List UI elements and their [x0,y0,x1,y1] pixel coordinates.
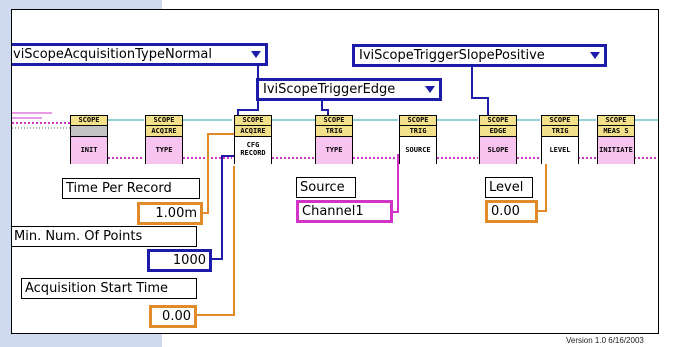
level-control[interactable]: 0.00 [485,200,538,223]
block-diagram: viScopeAcquisitionTypeNormal IviScopeTri… [11,9,659,334]
vi-category: TRIG [542,126,578,137]
scope-acqire-type-vi[interactable]: SCOPE ACQIRE TYPE [145,115,183,164]
vi-category: MEAS S [598,126,634,137]
vi-category [71,126,107,137]
vi-function: INIT [71,137,107,164]
vi-header: SCOPE [235,116,271,126]
vi-function: TYPE [316,137,352,164]
vi-function: INITIATE [598,137,634,164]
vi-category: TRIG [316,126,352,137]
min-points-label: Min. Num. Of Points [12,226,197,247]
vi-header: SCOPE [598,116,634,126]
acq-start-time-control[interactable]: 0.00 [149,305,197,328]
level-label: Level [485,177,533,198]
vi-category: TRIG [400,126,436,137]
vi-header: SCOPE [146,116,182,126]
vi-header: SCOPE [316,116,352,126]
trigger-type-ring[interactable]: IviScopeTriggerEdge [256,78,442,101]
acquisition-type-ring[interactable]: viScopeAcquisitionTypeNormal [12,43,268,66]
vi-header: SCOPE [71,116,107,126]
source-label: Source [296,177,356,198]
time-per-record-label: Time Per Record [62,178,200,199]
vi-function: SLOPE [480,137,516,164]
trigger-slope-ring[interactable]: IviScopeTriggerSlopePositive [352,44,607,67]
vi-category: ACQIRE [235,126,271,137]
trigger-type-value: IviScopeTriggerEdge [263,82,396,97]
source-control[interactable]: Channel1 [296,200,393,223]
vi-header: SCOPE [480,116,516,126]
scope-edge-slope-vi[interactable]: SCOPE EDGE SLOPE [479,115,517,164]
min-points-control[interactable]: 1000 [147,249,212,272]
acquisition-type-value: viScopeAcquisitionTypeNormal [13,47,213,62]
vi-function: LEVEL [542,137,578,164]
vi-category: EDGE [480,126,516,137]
scope-meas-initiate-vi[interactable]: SCOPE MEAS S INITIATE [597,115,635,164]
dropdown-arrow-icon [590,52,600,59]
trigger-slope-value: IviScopeTriggerSlopePositive [359,48,545,63]
vi-function: SOURCE [400,137,436,164]
vi-header: SCOPE [542,116,578,126]
dropdown-arrow-icon [251,51,261,58]
acq-start-time-label: Acquisition Start Time [21,278,197,299]
vi-category: ACQIRE [146,126,182,137]
scope-trig-level-vi[interactable]: SCOPE TRIG LEVEL [541,115,579,164]
scope-trig-source-vi[interactable]: SCOPE TRIG SOURCE [399,115,437,164]
time-per-record-control[interactable]: 1.00m [137,202,203,225]
vi-header: SCOPE [400,116,436,126]
scope-init-vi[interactable]: SCOPE INIT [70,115,108,164]
scope-trig-type-vi[interactable]: SCOPE TRIG TYPE [315,115,353,164]
version-text: Version 1.0 6/16/2003 [566,336,644,345]
vi-function: TYPE [146,137,182,164]
dropdown-arrow-icon [425,86,435,93]
